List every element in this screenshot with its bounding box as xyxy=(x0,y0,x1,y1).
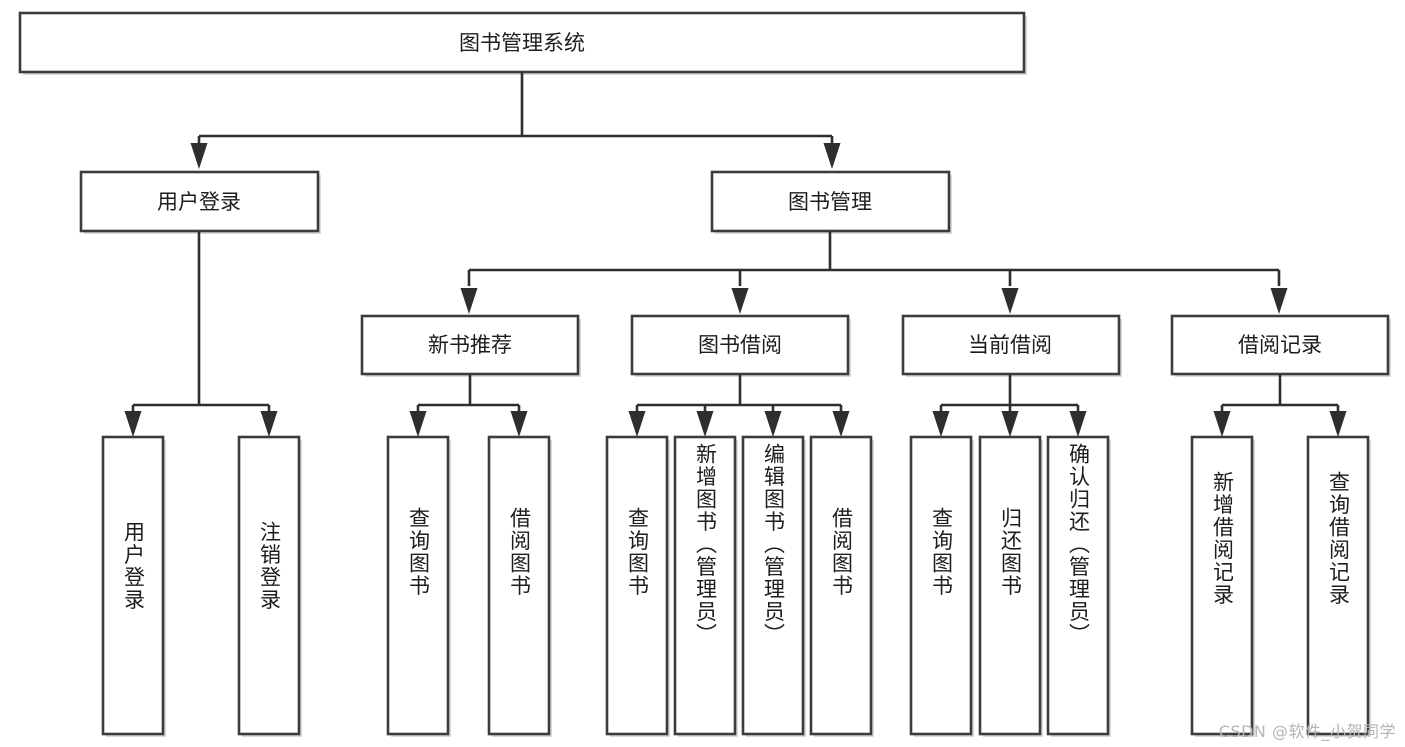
leaf-box-cb-query-book[interactable] xyxy=(909,435,974,737)
arrow-nbr-leaf-1 xyxy=(409,411,427,437)
label-book-borrow: 图书借阅 xyxy=(698,333,782,357)
arrow-to-new-book-recommend xyxy=(460,288,478,314)
node-borrow-record[interactable] xyxy=(1170,314,1391,377)
arrow-to-leaf-logout xyxy=(260,411,278,437)
node-current-borrow[interactable] xyxy=(901,314,1122,377)
node-book-manage[interactable] xyxy=(710,170,952,234)
node-user-login[interactable] xyxy=(79,170,321,234)
arrow-br-leaf-2 xyxy=(1329,411,1347,437)
node-new-book-recommend[interactable] xyxy=(360,314,581,377)
arrow-to-book-manage xyxy=(823,143,841,169)
watermark-text: CSDN @软件_小贺同学 xyxy=(1218,722,1396,741)
label-current-borrow: 当前借阅 xyxy=(968,333,1052,357)
label-new-book-recommend: 新书推荐 xyxy=(428,333,512,357)
leaf-box-cb-confirm-return[interactable] xyxy=(1046,435,1111,737)
label-book-manage: 图书管理 xyxy=(788,190,872,214)
arrow-nbr-leaf-2 xyxy=(510,411,528,437)
arrow-cb-leaf-3 xyxy=(1069,411,1087,437)
leaf-box-bb-query-book[interactable] xyxy=(605,435,670,737)
arrow-to-user-login xyxy=(190,143,208,169)
arrow-bb-leaf-2 xyxy=(696,411,714,437)
label-borrow-record: 借阅记录 xyxy=(1238,333,1322,357)
leaf-box-bb-edit-book[interactable] xyxy=(741,435,806,737)
leaf-box-nbr-borrow-book[interactable] xyxy=(487,435,552,737)
arrow-bb-leaf-3 xyxy=(764,411,782,437)
arrow-to-leaf-user-login xyxy=(124,411,142,437)
arrow-to-borrow-record xyxy=(1270,288,1288,314)
arrow-cb-leaf-2 xyxy=(1001,411,1019,437)
arrow-to-book-borrow xyxy=(731,288,749,314)
root-label: 图书管理系统 xyxy=(459,31,585,55)
arrow-cb-leaf-1 xyxy=(932,411,950,437)
node-root[interactable] xyxy=(18,11,1027,75)
arrow-bb-leaf-4 xyxy=(832,411,850,437)
leaf-box-bb-add-book[interactable] xyxy=(673,435,738,737)
label-user-login: 用户登录 xyxy=(157,190,241,214)
leaf-box-logout[interactable] xyxy=(237,435,302,737)
arrow-bb-leaf-1 xyxy=(628,411,646,437)
leaf-box-user-login[interactable] xyxy=(101,435,166,737)
leaf-box-br-add-record[interactable] xyxy=(1190,435,1255,737)
leaf-box-nbr-query-book[interactable] xyxy=(386,435,451,737)
arrow-br-leaf-1 xyxy=(1213,411,1231,437)
leaf-box-bb-borrow-book[interactable] xyxy=(809,435,874,737)
arrow-to-current-borrow xyxy=(1001,288,1019,314)
leaf-box-br-query-record[interactable] xyxy=(1306,435,1371,737)
leaf-box-cb-return-book[interactable] xyxy=(978,435,1043,737)
